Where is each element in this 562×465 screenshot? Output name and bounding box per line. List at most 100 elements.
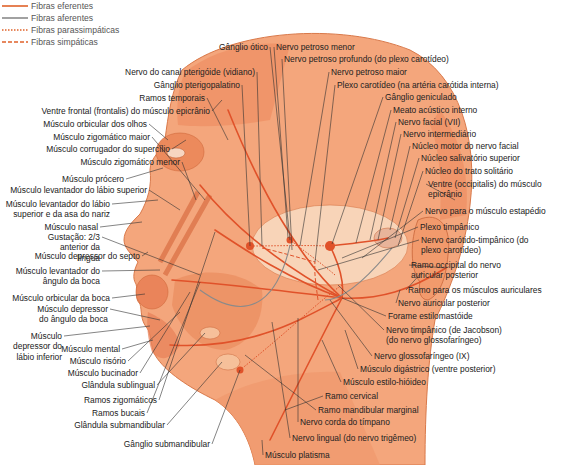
leader-line <box>64 326 150 336</box>
leader-line <box>274 47 288 238</box>
leader-line <box>338 285 384 330</box>
anatomy-label: Ramos bucais <box>92 408 145 419</box>
leader-line <box>282 59 292 250</box>
leader-line <box>122 340 153 349</box>
leader-line <box>126 168 163 179</box>
glossopharyngeal-nerve <box>325 248 392 300</box>
legend-text: Fibras parassimpáticas <box>31 25 119 36</box>
anatomy-label: Núcleo do trato solitário <box>425 166 513 177</box>
leader-line <box>322 340 341 382</box>
leader-line <box>245 355 316 410</box>
anatomy-label: Músculo corrugador do supercílio <box>46 144 170 155</box>
leader-line <box>112 200 158 204</box>
anatomy-label: Músculo nasal <box>44 222 98 233</box>
leader-line <box>315 85 335 262</box>
anatomy-label: Músculo risório <box>70 356 126 367</box>
anatomy-label: Nervo para o músculo estapédio <box>425 206 546 217</box>
anatomy-label: Músculo digástrico (ventre posterior) <box>360 364 495 375</box>
leader-line <box>257 72 262 246</box>
anatomy-label: Nervo auricular posterior <box>398 298 490 309</box>
anatomy-label: Nervo facial (VII) <box>398 117 460 128</box>
anatomy-label: Músculo orbicular da boca <box>12 293 110 304</box>
legend-text: Fibras aferentes <box>31 13 93 24</box>
leader-line <box>318 240 419 270</box>
anatomy-label: Gânglio geniculado <box>385 92 457 103</box>
anatomy-label: Plexo timpânico <box>420 222 479 233</box>
chorda-tympani <box>240 285 342 370</box>
anatomy-label: Nervo corda do tímpano <box>300 417 390 428</box>
leader-line <box>345 330 358 369</box>
leader-line <box>102 270 160 271</box>
leader-line <box>172 140 186 149</box>
leader-line <box>149 190 180 210</box>
leader-line <box>242 85 250 246</box>
leader-line <box>298 318 299 422</box>
leader-line <box>110 309 160 320</box>
anatomy-label: Nervo do canal pterigóide (vidiano) <box>125 67 255 78</box>
leader-line <box>342 227 418 258</box>
anatomy-label: Núcleo salivatório superior <box>421 153 520 164</box>
leader-line <box>398 171 423 246</box>
leader-line <box>362 211 423 258</box>
leader-line <box>167 362 222 425</box>
submandibular-gland <box>216 354 240 370</box>
anatomy-label: Músculo prócero <box>62 174 124 185</box>
carotid-plexus <box>262 248 318 300</box>
anatomy-label: Nervo petroso maior <box>331 67 407 78</box>
sympathetic-fibers <box>262 248 318 300</box>
zygomatic-branch-2 <box>215 230 342 298</box>
leader-line <box>147 282 200 413</box>
lesser-petrosal <box>290 240 335 275</box>
anatomy-label: Nervo carótido-timpânico (do plexo carot… <box>421 235 531 256</box>
leader-line <box>112 294 145 298</box>
anatomy-label: Ventre frontal (frontalis) do músculo ep… <box>41 106 210 117</box>
anatomy-label: Ramo occipital do nervo auricular poster… <box>411 260 523 281</box>
anatomy-label: Ramos temporais <box>139 93 205 104</box>
leader-line <box>182 162 196 200</box>
anatomy-label: Gânglio pterigopalatino <box>154 80 240 91</box>
leader-line <box>128 312 180 361</box>
legend-swatch <box>2 5 28 7</box>
anatomy-label: Meato acústico interno <box>393 105 477 116</box>
anatomy-label: Músculo depressor do septo <box>35 251 140 262</box>
anatomy-label: Glândula submandibular <box>74 420 165 431</box>
anatomy-label: Músculo orbicular dos olhos <box>43 119 147 130</box>
anatomy-label: Músculo levantador do lábio superior <box>10 185 147 196</box>
buccal-branch <box>172 280 342 298</box>
anatomy-label: Músculo estilo-hióideo <box>343 377 426 388</box>
legend-swatches <box>2 6 28 42</box>
anatomy-label: Músculo levantador do lábio superior e d… <box>4 199 110 220</box>
anatomy-label: Nervo timpânico (de Jacobson) (do nervo … <box>386 325 516 346</box>
leader-line <box>262 440 263 455</box>
leader-line <box>272 322 290 438</box>
leader-line <box>270 47 290 240</box>
anatomy-label: Ramo mandibular marginal <box>318 405 419 416</box>
facial-nerve-branches <box>170 110 446 440</box>
sublingual-gland <box>200 327 220 339</box>
anatomy-label: Músculo depressor do lábio inferior <box>0 331 62 363</box>
anatomy-label: Músculo levantador do ângulo da boca <box>2 266 100 287</box>
leader-line <box>300 72 329 246</box>
anatomy-label: Gânglio ótico <box>219 42 268 53</box>
anatomy-label: Ramos zigomáticos <box>84 395 157 406</box>
leader-line <box>378 134 401 240</box>
anatomy-label: Nervo intermediário <box>403 129 476 140</box>
leader-line <box>142 252 148 256</box>
anatomy-label: Músculo zigomático menor <box>80 157 180 168</box>
anatomy-label: Glândula sublingual <box>81 380 155 391</box>
anatomy-label: Nervo petroso menor <box>276 42 355 53</box>
zygomatic-branch <box>200 185 342 298</box>
anatomy-label: Ramo para os músculos auriculares <box>408 285 542 296</box>
anatomy-label: Músculo bucinador <box>68 368 138 379</box>
anatomy-label: Músculo platisma <box>265 450 330 461</box>
anatomy-label: Músculo zigomático maior <box>53 132 150 143</box>
leader-line <box>149 124 168 140</box>
leader-line <box>285 396 323 410</box>
anatomy-label: Forame estilomastóide <box>388 311 473 322</box>
anatomy-label: Núcleo motor do nervo facial <box>412 141 519 152</box>
legend-swatch <box>2 29 28 31</box>
anatomy-label: Plexo carotídeo (na artéria carótida int… <box>337 80 499 91</box>
leader-line <box>395 158 419 238</box>
